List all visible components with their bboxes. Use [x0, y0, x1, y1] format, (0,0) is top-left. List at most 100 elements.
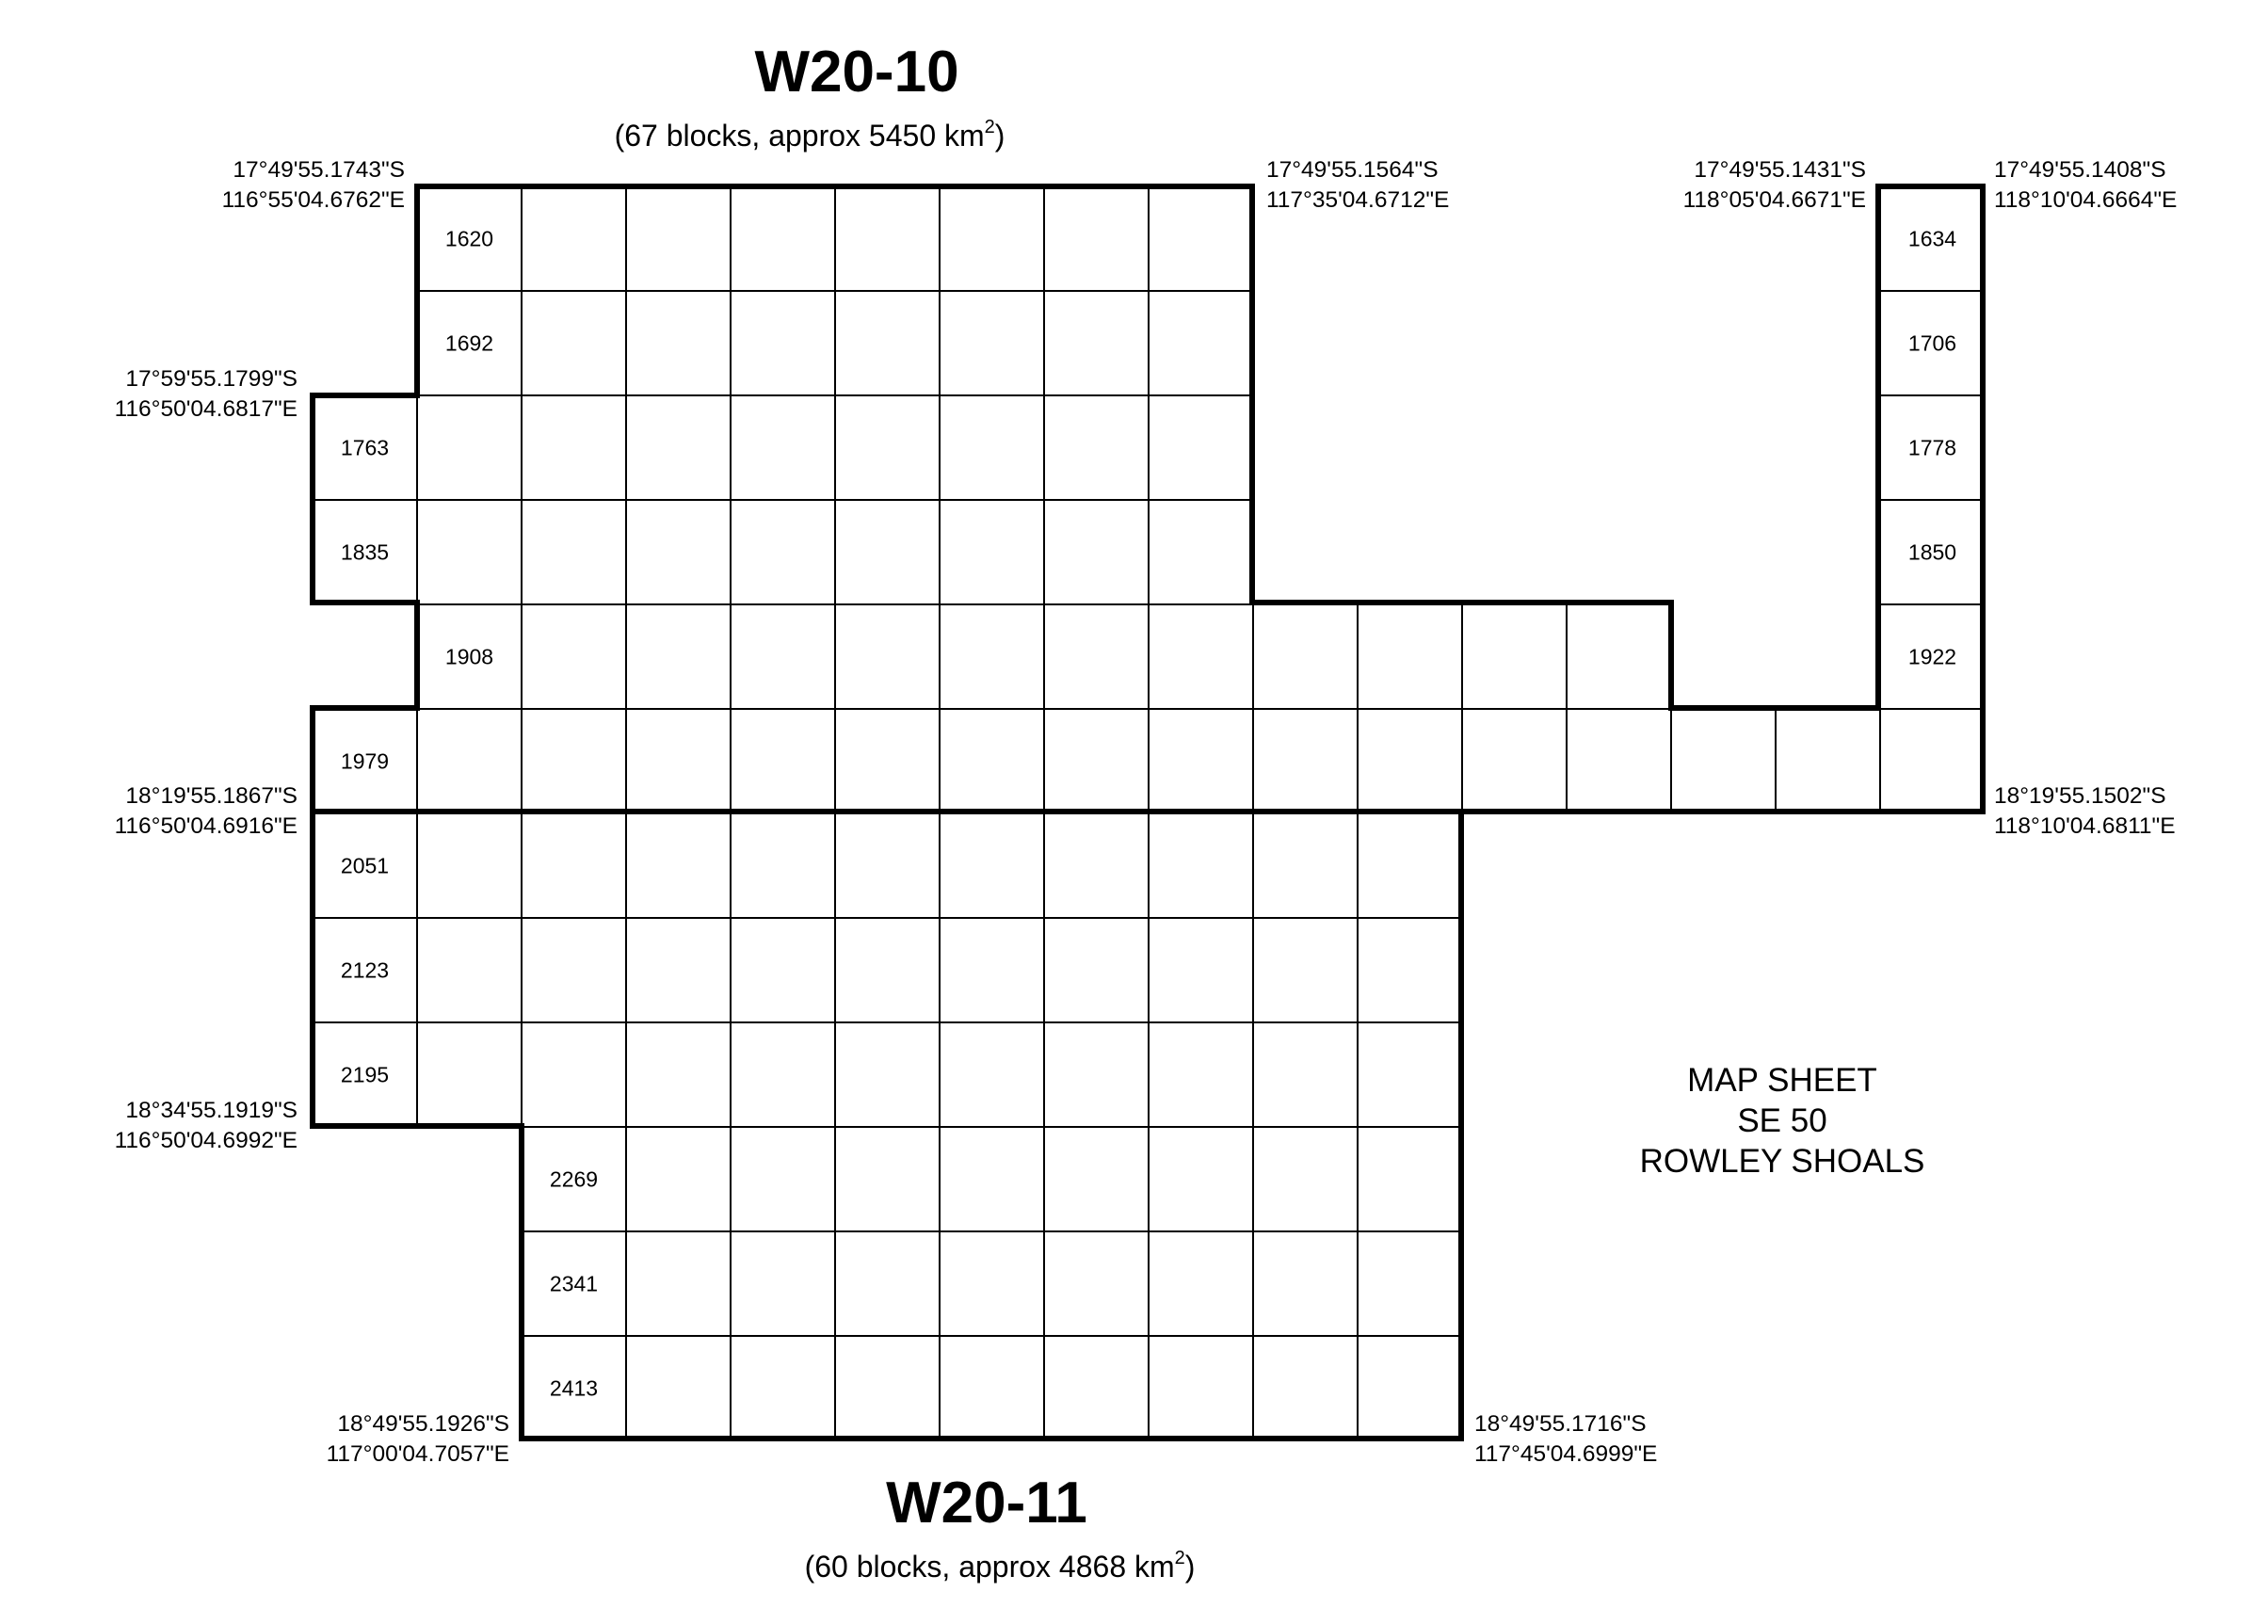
block-cell-w20-11 [1148, 1335, 1254, 1441]
block-cell-w20-11 [1043, 1126, 1150, 1232]
block-cell-w20-10 [625, 290, 732, 396]
block-cell-w20-11 [1252, 812, 1359, 919]
map-sheet-line2: SE 50 [1737, 1102, 1826, 1139]
block-cell-w20-11 [521, 1021, 627, 1128]
block-cell-w20-11 [1252, 1126, 1359, 1232]
block-cell-w20-10 [1357, 708, 1463, 814]
block-cell-w20-11 [834, 812, 941, 919]
block-cell-w20-10 [1043, 394, 1150, 501]
block-label-1692: 1692 [445, 331, 493, 356]
block-label-1850: 1850 [1908, 540, 1956, 565]
area-title-w20-10: W20-10 [754, 40, 958, 105]
block-label-1620: 1620 [445, 227, 493, 251]
coord-lat-sw-2413: 18°49'55.1926"S [337, 1411, 509, 1437]
block-cell-w20-10 [939, 394, 1045, 501]
block-cell-w20-11 [939, 1021, 1045, 1128]
coord-lat-se-w2011: 18°49'55.1716"S [1474, 1411, 1647, 1437]
block-cell-w20-10 [939, 499, 1045, 605]
coord-lon-ne-1634: 118°10'04.6664"E [1994, 187, 2177, 213]
block-cell-w20-10 [1043, 290, 1150, 396]
block-cell-w20-10 [939, 603, 1045, 710]
block-cell-w20-11 [834, 1230, 941, 1337]
block-label-2123: 2123 [341, 958, 389, 983]
block-cell-w20-11 [730, 917, 836, 1023]
block-cell-w20-11 [1148, 1126, 1254, 1232]
block-cell-w20-11 [834, 1021, 941, 1128]
block-cell-w20-10 [521, 394, 627, 501]
block-labels: 1620 1692 1763 1835 1908 1979 1634 1706 1778 1850… [341, 227, 1956, 1401]
block-cell-w20-10 [521, 708, 627, 814]
coord-lat-nw-1620: 17°49'55.1743"S [233, 157, 405, 183]
block-cell-w20-10 [730, 185, 836, 292]
block-label-1634: 1634 [1908, 227, 1956, 251]
block-cell-w20-11 [1252, 1230, 1359, 1337]
block-label-2341: 2341 [550, 1272, 598, 1296]
block-cell-w20-11 [416, 812, 523, 919]
coord-lat-e-boundary: 18°19'55.1502"S [1994, 783, 2166, 809]
block-label-1979: 1979 [341, 749, 389, 774]
block-cell-w20-11 [1357, 917, 1463, 1023]
block-cell-w20-10 [1252, 603, 1359, 710]
block-cell-w20-11 [1357, 1021, 1463, 1128]
block-cell-w20-10 [834, 394, 941, 501]
block-cell-w20-11 [939, 812, 1045, 919]
block-cell-w20-10 [521, 290, 627, 396]
block-cell-w20-10 [1043, 603, 1150, 710]
block-cell-w20-10 [1566, 603, 1672, 710]
block-cell-w20-10 [834, 499, 941, 605]
block-cell-w20-11 [1043, 1335, 1150, 1441]
block-cell-w20-11 [730, 1021, 836, 1128]
block-cell-w20-10 [625, 708, 732, 814]
block-cell-w20-11 [1357, 1126, 1463, 1232]
block-cell-w20-10 [1566, 708, 1672, 814]
block-cell-w20-10 [939, 290, 1045, 396]
block-cell-w20-11 [1043, 1230, 1150, 1337]
map-sheet-label: MAP SHEET SE 50 ROWLEY SHOALS [1640, 1062, 1925, 1180]
block-cell-w20-11 [939, 1335, 1045, 1441]
area-subtitle-w20-11: (60 blocks, approx 4868 km2) [805, 1548, 1196, 1584]
block-label-2269: 2269 [550, 1167, 598, 1192]
coord-lat-ne-1634: 17°49'55.1408"S [1994, 157, 2166, 183]
coord-lat-ne-w2010: 17°49'55.1564"S [1266, 157, 1439, 183]
block-label-1763: 1763 [341, 436, 389, 460]
block-label-1835: 1835 [341, 540, 389, 565]
block-label-1778: 1778 [1908, 436, 1956, 460]
coord-lat-sw-2195: 18°34'55.1919"S [125, 1098, 298, 1123]
block-label-1922: 1922 [1908, 645, 1956, 669]
block-cell-w20-10 [1148, 708, 1254, 814]
map-sheet-line1: MAP SHEET [1687, 1062, 1877, 1099]
block-cell-w20-10 [625, 499, 732, 605]
block-cell-w20-10 [1357, 603, 1463, 710]
block-cell-w20-11 [1252, 917, 1359, 1023]
block-cell-w20-10 [730, 394, 836, 501]
block-cell-w20-11 [416, 917, 523, 1023]
block-cell-w20-11 [625, 1126, 732, 1232]
block-cell-w20-11 [625, 812, 732, 919]
block-cell-w20-10 [625, 185, 732, 292]
block-cell-w20-11 [730, 1335, 836, 1441]
coord-lon-sw-2413: 117°00'04.7057"E [327, 1441, 509, 1467]
block-label-1908: 1908 [445, 645, 493, 669]
coord-lon-w-boundary: 116°50'04.6916"E [115, 813, 298, 839]
area-subtitle-w20-10: (67 blocks, approx 5450 km2) [615, 117, 1005, 153]
block-cell-w20-11 [834, 917, 941, 1023]
block-cell-w20-10 [939, 708, 1045, 814]
coord-lon-ne-w2010: 117°35'04.6712"E [1266, 187, 1449, 213]
block-cell-w20-10 [730, 708, 836, 814]
block-cell-w20-11 [1357, 812, 1463, 919]
corner-coordinates: 17°49'55.1743"S 116°55'04.6762"E 17°49'5… [115, 157, 2178, 1467]
block-cell-w20-11 [834, 1335, 941, 1441]
block-cell-w20-10 [416, 499, 523, 605]
coord-lon-nw-1763: 116°50'04.6817"E [115, 396, 298, 422]
block-cell-w20-11 [730, 1126, 836, 1232]
block-label-1706: 1706 [1908, 331, 1956, 356]
block-cell-w20-10 [1043, 185, 1150, 292]
block-cell-w20-10 [625, 603, 732, 710]
block-cell-w20-11 [1252, 1335, 1359, 1441]
block-cell-w20-11 [521, 812, 627, 919]
block-label-2195: 2195 [341, 1063, 389, 1087]
block-cell-w20-10 [730, 603, 836, 710]
block-cell-w20-11 [834, 1126, 941, 1232]
block-label-2051: 2051 [341, 854, 389, 878]
